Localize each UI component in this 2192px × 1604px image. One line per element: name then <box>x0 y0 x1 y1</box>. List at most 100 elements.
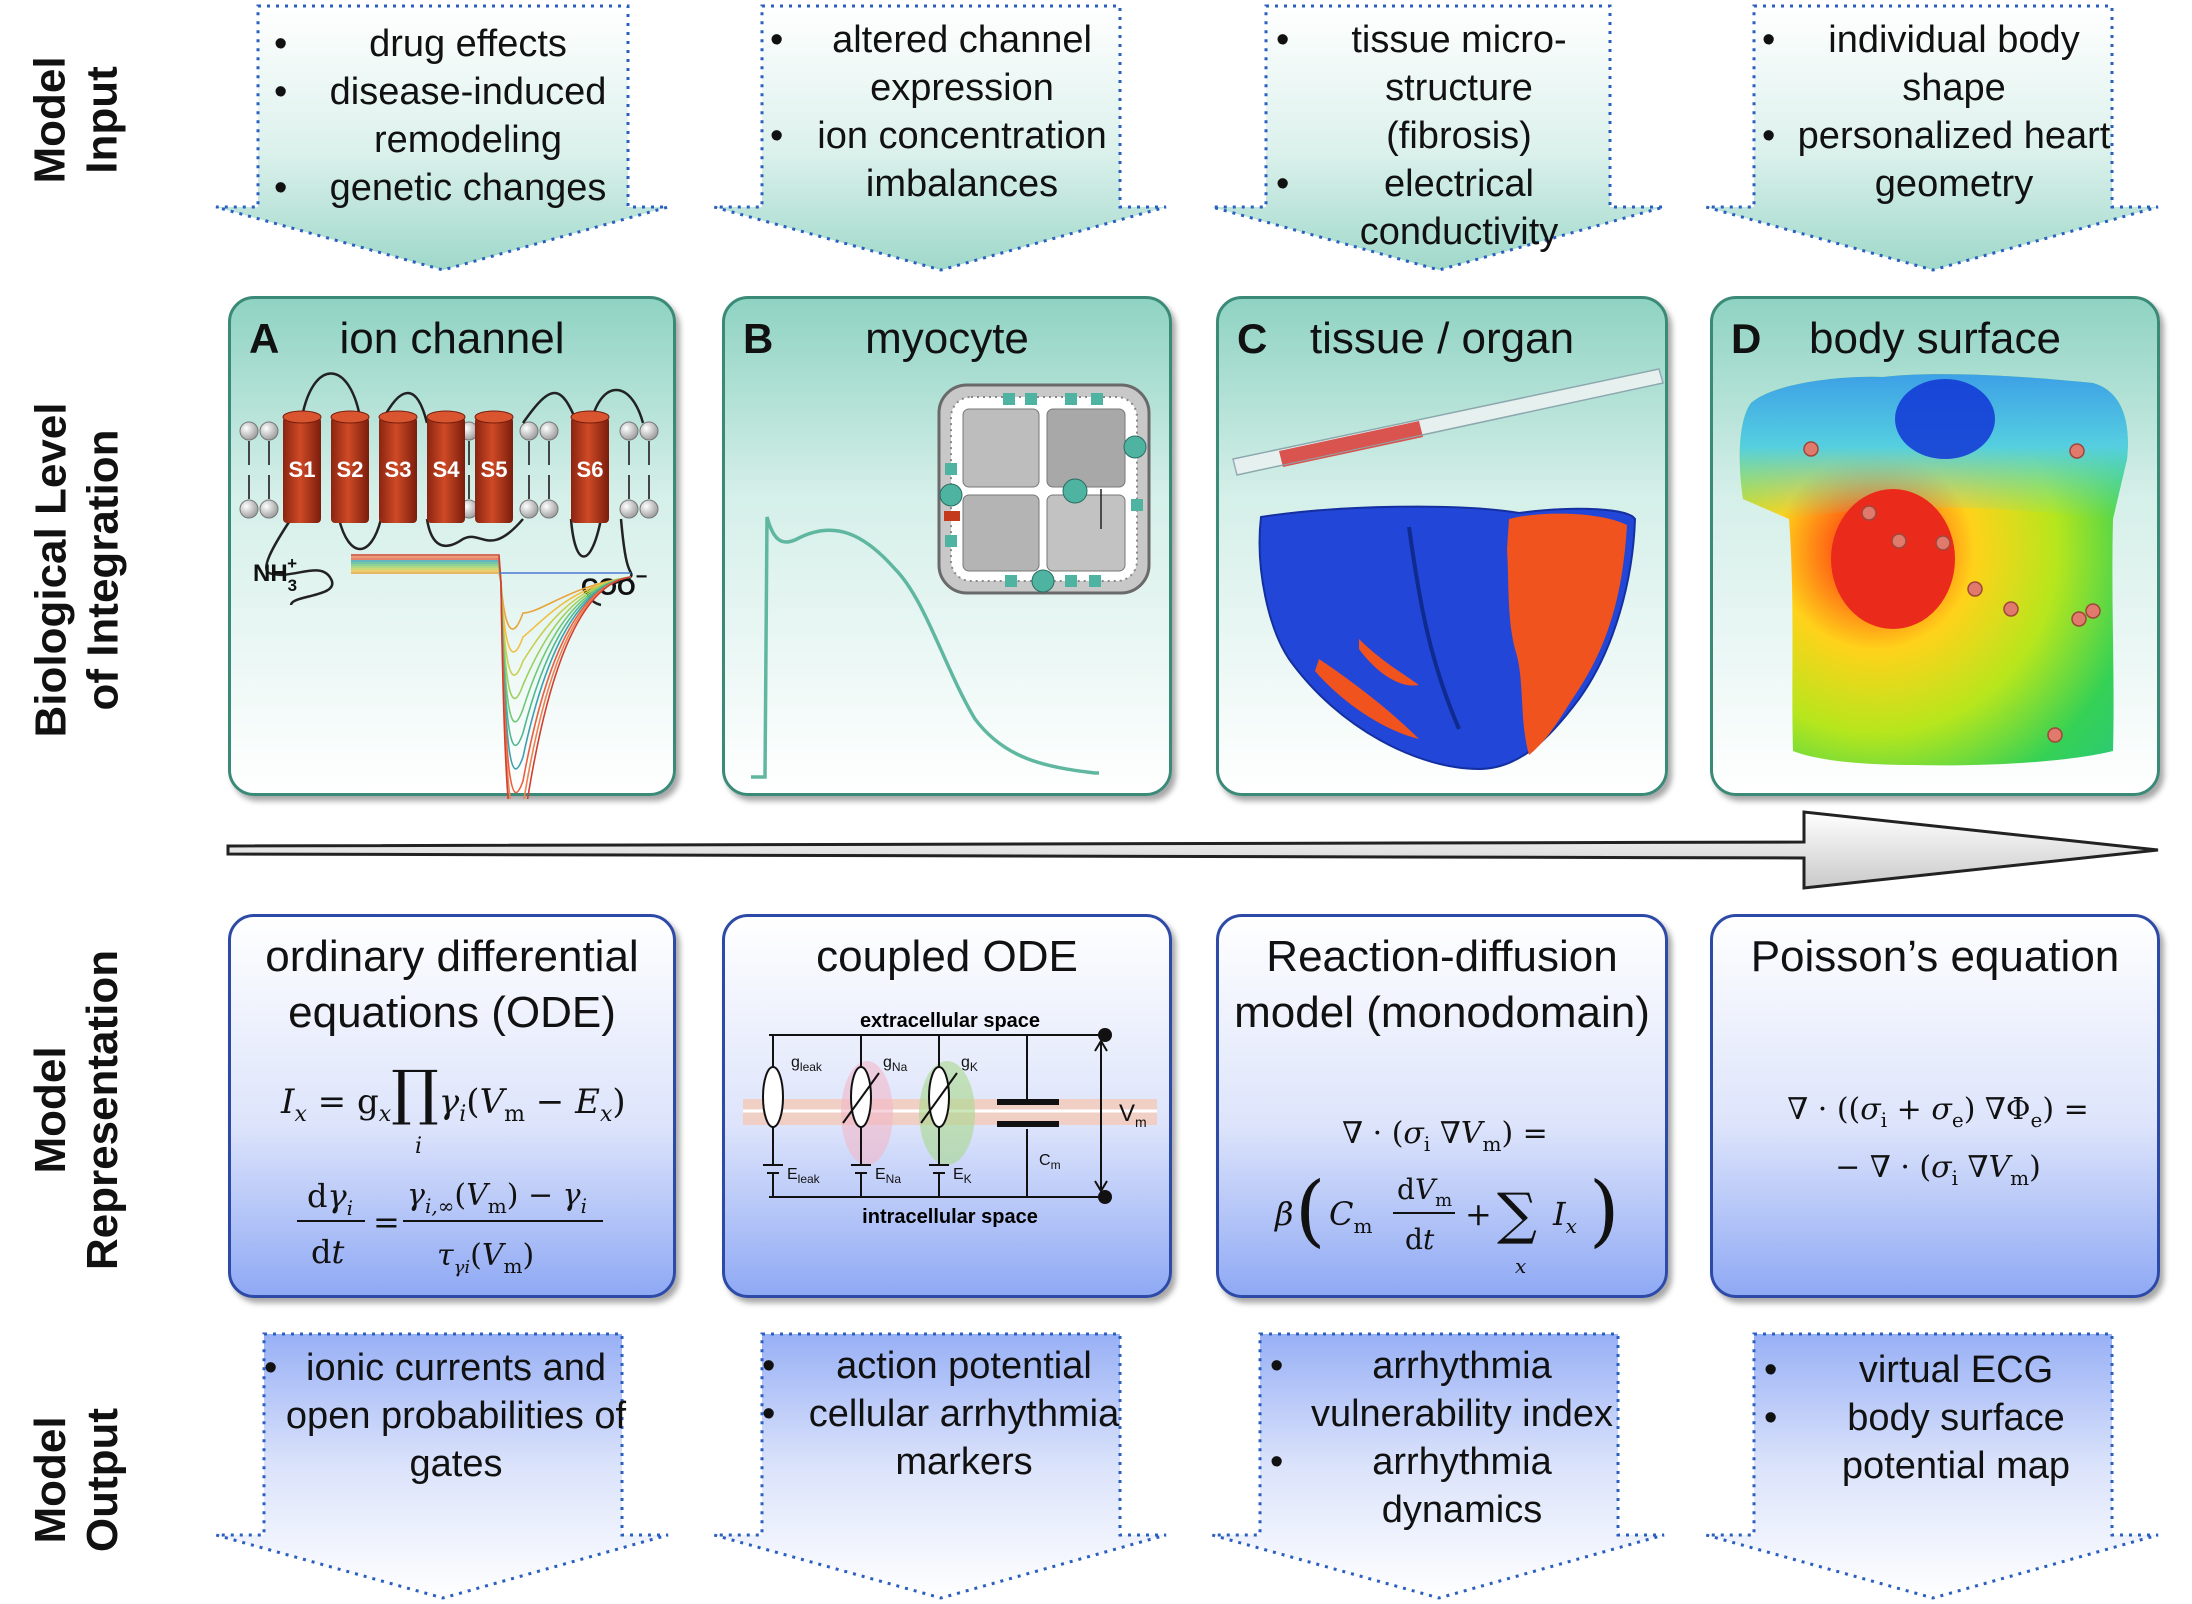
segment-s2: S2 <box>330 410 370 523</box>
lipid-head <box>239 499 259 519</box>
lipid-head <box>239 421 259 441</box>
list-item: ion concentration imbalances <box>764 112 1120 208</box>
panel-poisson: Poisson’s equation ∇ · ((σi + σe) ∇Φe) =… <box>1710 914 2160 1298</box>
current-traces <box>351 554 632 799</box>
lipid-head <box>539 499 559 519</box>
row-label-line: of Integration <box>78 429 128 711</box>
panel-title: tissue / organ <box>1309 314 1575 363</box>
circuit-diagram: extracellular space intracellular space <box>743 1010 1157 1228</box>
panel-title: Poisson’s equation <box>1750 932 2120 981</box>
panel-letter: A <box>249 315 280 362</box>
row-label-line: Input <box>78 66 128 174</box>
svg-text:− ∇ · (σi ∇Vm): − ∇ · (σi ∇Vm) <box>1835 1150 2041 1190</box>
segment-label: S4 <box>433 457 461 482</box>
list-item: tissue micro-structure (fibrosis) <box>1270 16 1608 160</box>
list-item: drug effects <box>268 20 628 68</box>
transmembrane-segments: S1 S2 S3 S4 S5 <box>282 410 610 523</box>
panel-reaction-diffusion: Reaction-diffusion model (monodomain) ∇ … <box>1216 914 1668 1298</box>
segment-s6: S6 <box>570 410 610 523</box>
extracellular-label: extracellular space <box>860 1010 1040 1032</box>
segment-s1: S1 <box>282 410 322 523</box>
svg-text:dt: dt <box>1405 1223 1435 1256</box>
svg-text:∇ · ((σi + σe) ∇Φe) =: ∇ · ((σi + σe) ∇Φe) = <box>1787 1092 2088 1132</box>
panel-title: Reaction-diffusion model (monodomain) <box>1234 932 1650 1037</box>
panel-ion-channel: A ion channel S1 S2 <box>228 296 676 799</box>
segment-s5: S5 <box>474 410 514 523</box>
segment-label: S5 <box>481 457 508 482</box>
svg-text:β: β <box>1274 1195 1294 1233</box>
poisson-equation: ∇ · ((σi + σe) ∇Φe) = − ∇ · (σi ∇Vm) <box>1787 1092 2088 1190</box>
segment-label: S1 <box>289 457 316 482</box>
svg-text:i: i <box>415 1134 422 1159</box>
input-arrow-tissue: tissue micro-structure (fibrosis) electr… <box>1210 4 1666 272</box>
svg-text:Ix: Ix <box>1552 1195 1577 1238</box>
intracellular-label: intracellular space <box>862 1206 1038 1228</box>
cm-label: Cm <box>1039 1152 1061 1172</box>
output-arrow-myocyte: action potential cellular arrhythmia mar… <box>712 1332 1168 1600</box>
lipid-head <box>539 421 559 441</box>
panel-myocyte: B myocyte <box>722 296 1172 796</box>
output-list: arrhythmia vulnerability index arrhythmi… <box>1264 1342 1620 1534</box>
svg-text:): ) <box>1589 1166 1619 1256</box>
svg-text:γi,∞(Vm) − γi: γi,∞(Vm) − γi <box>407 1178 587 1218</box>
panel-title: ordinary differential equations (ODE) <box>265 932 639 1037</box>
lipid-head <box>519 499 539 519</box>
lipid-head <box>619 421 639 441</box>
output-list: virtual ECG body surface potential map <box>1758 1346 2114 1490</box>
panel-letter: D <box>1731 315 1762 362</box>
vm-label: Vm <box>1119 1100 1147 1130</box>
electrodes <box>1803 441 2101 743</box>
lipid-head <box>639 499 659 519</box>
current-trace <box>351 572 632 630</box>
monodomain-equation-lhs: ∇ · (σi ∇Vm) = <box>1342 1116 1548 1156</box>
row-label-model-output: Model Output <box>22 1370 132 1590</box>
row-label-line: Model <box>26 1416 76 1544</box>
svg-text:dt: dt <box>311 1233 344 1271</box>
n-terminus-label: NH3+ <box>253 554 297 595</box>
svg-text:dVm: dVm <box>1397 1173 1452 1211</box>
output-list: ionic currents and open probabilities of… <box>258 1344 634 1488</box>
input-arrow-myocyte: altered channel expression ion concentra… <box>712 4 1168 272</box>
e-k-label: EK <box>953 1166 972 1186</box>
segment-s3: S3 <box>378 410 418 523</box>
row-label-model-representation: Model Representation <box>22 920 132 1300</box>
lipid-heads <box>239 421 659 519</box>
svg-text:(: ( <box>1295 1166 1325 1256</box>
svg-text:∑: ∑ <box>1497 1182 1537 1247</box>
list-item: altered channel expression <box>764 16 1120 112</box>
output-list: action potential cellular arrhythmia mar… <box>756 1342 1132 1486</box>
panel-title: ion channel <box>339 314 565 363</box>
output-arrow-body: virtual ECG body surface potential map <box>1704 1332 2160 1600</box>
svg-text:=: = <box>373 1203 400 1241</box>
panel-body-surface: D body surface <box>1710 296 2160 796</box>
list-item: virtual ECG <box>1758 1346 2114 1394</box>
segment-label: S2 <box>337 457 364 482</box>
output-arrow-ion-channel: ionic currents and open probabilities of… <box>214 1332 670 1600</box>
list-item: personalized heart geometry <box>1756 112 2112 208</box>
row-label-line: Biological Level <box>26 402 76 738</box>
input-arrow-body: individual body shape personalized heart… <box>1704 4 2160 272</box>
e-na-label: ENa <box>875 1166 901 1186</box>
tissue-strand <box>1232 368 1664 476</box>
input-list: tissue micro-structure (fibrosis) electr… <box>1270 16 1608 256</box>
row-label-biological-level: Biological Level of Integration <box>22 300 132 840</box>
list-item: action potential <box>756 1342 1132 1390</box>
input-list: drug effects disease-induced remodeling … <box>268 20 628 212</box>
torso-illustration <box>1739 374 2128 766</box>
lipid-head <box>259 421 279 441</box>
panel-letter: B <box>743 315 774 362</box>
svg-text:+: + <box>1465 1195 1492 1233</box>
input-list: altered channel expression ion concentra… <box>764 16 1120 208</box>
cell-diagram <box>937 383 1151 595</box>
row-label-line: Output <box>78 1407 128 1553</box>
svg-text:τγi(Vm): τγi(Vm) <box>437 1238 534 1278</box>
segment-label: S6 <box>577 457 604 482</box>
panel-tissue-organ: C tissue / organ <box>1216 296 1668 796</box>
myocyte-illustration <box>751 383 1151 779</box>
list-item: arrhythmia dynamics <box>1264 1438 1620 1534</box>
ode-equation-gate: dγi <box>307 1177 353 1220</box>
input-list: individual body shape personalized heart… <box>1756 16 2112 208</box>
ion-channel-illustration: S1 S2 S3 S4 S5 <box>239 372 659 799</box>
action-potential-trace <box>751 516 1099 779</box>
list-item: arrhythmia vulnerability index <box>1264 1342 1620 1438</box>
